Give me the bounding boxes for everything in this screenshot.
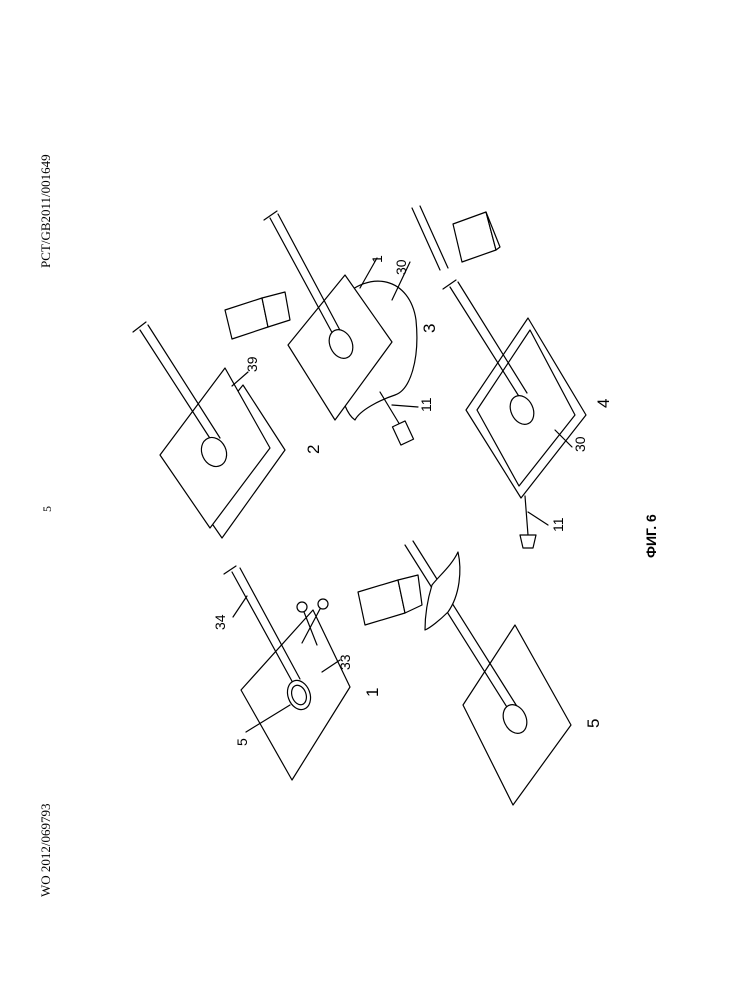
step-number-5: 5 (584, 719, 603, 728)
step-number-4: 4 (594, 399, 613, 408)
ref-label-30-top: 30 (393, 259, 409, 275)
ref-label-39: 39 (244, 356, 260, 372)
ref-label-1: 1 (369, 255, 385, 263)
ref-label-30-bottom: 30 (572, 436, 588, 452)
step-4-assembly (412, 206, 586, 548)
figure-caption: ФИГ. 6 (643, 514, 659, 558)
ref-label-5: 5 (234, 738, 250, 746)
step-number-1: 1 (363, 688, 382, 697)
step-number-2: 2 (304, 445, 323, 454)
step-3-assembly (264, 211, 417, 445)
ref-label-33: 33 (337, 654, 353, 670)
ref-label-11-top: 11 (418, 397, 434, 412)
ref-label-11-bottom: 11 (550, 517, 566, 532)
step-5-assembly (358, 541, 571, 805)
step-1-assembly (224, 566, 350, 780)
ref-label-34: 34 (212, 614, 228, 630)
step-2-assembly (133, 292, 290, 538)
step-number-3: 3 (420, 324, 439, 333)
